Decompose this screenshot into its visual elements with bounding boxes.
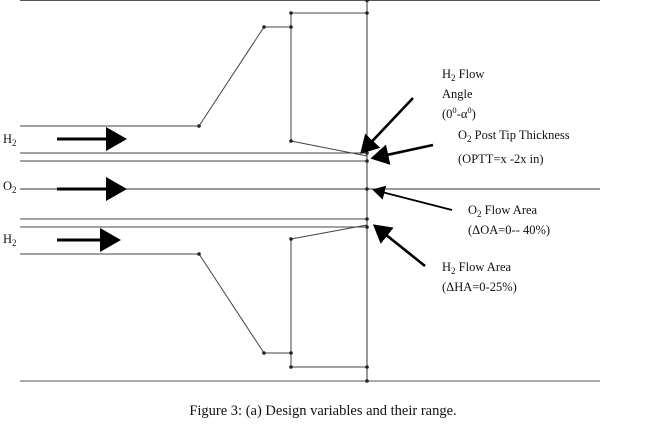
figure-caption: Figure 3: (a) Design variables and their… <box>189 403 457 419</box>
h2-flow-angle-arrow <box>360 97 414 154</box>
o2-flow-area-arrow <box>372 185 453 211</box>
o2-post-tip-label: O2 Post Tip Thickness (OPTT=x -2x in) <box>458 128 570 166</box>
vertex-dots <box>197 0 369 383</box>
lower-h2-wall <box>20 224 368 368</box>
upper-h2-wall <box>20 12 368 157</box>
h2-flow-area-label: H2 Flow Area (ΔHA=0-25%) <box>442 260 517 294</box>
outer-walls <box>20 0 600 382</box>
h2-flow-area-arrow <box>372 224 426 268</box>
o2-flow-area-label: O2 Flow Area (ΔOA=0-- 40%) <box>468 203 551 237</box>
h2-flow-angle-label: H2 Flow Angle (00-α0) <box>442 67 485 121</box>
h2-top-label: H2 <box>3 132 17 148</box>
h2-bottom-label: H2 <box>3 232 17 248</box>
o2-post-tip-arrow <box>370 143 434 165</box>
o2-label: O2 <box>3 179 17 195</box>
